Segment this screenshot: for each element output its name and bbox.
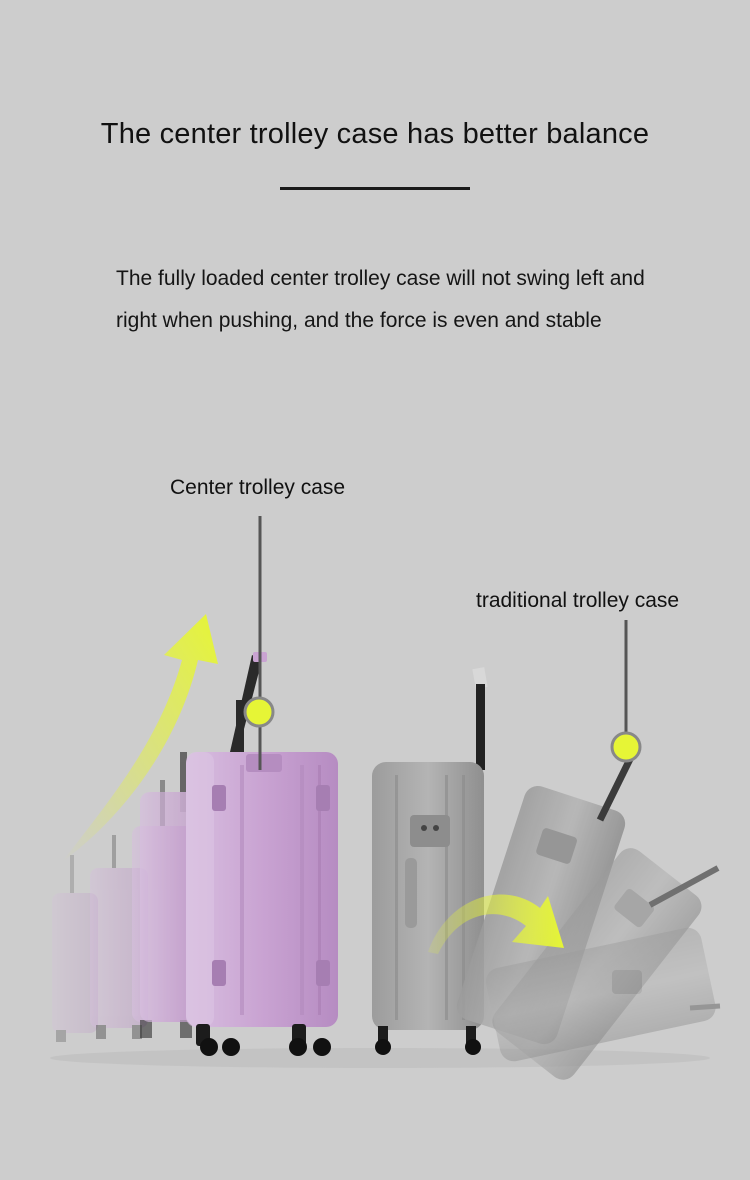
curved-arrow-up-icon	[62, 614, 218, 862]
traditional-trolley-suitcase	[372, 667, 488, 1055]
traditional-trolley-label: traditional trolley case	[476, 589, 680, 612]
ghost-suitcase-1	[52, 855, 98, 1042]
center-trolley-suitcase	[186, 652, 338, 1056]
center-trolley-label: Center trolley case	[170, 476, 346, 499]
curved-arrow-right-icon	[428, 894, 564, 954]
pivot-dot-icon	[243, 696, 275, 728]
tilting-suitcase-3	[485, 927, 721, 1062]
pivot-dot-icon	[610, 731, 642, 763]
title-divider	[280, 187, 470, 190]
description-text: The fully loaded center trolley case wil…	[116, 267, 645, 332]
page-title: The center trolley case has better balan…	[100, 118, 650, 150]
